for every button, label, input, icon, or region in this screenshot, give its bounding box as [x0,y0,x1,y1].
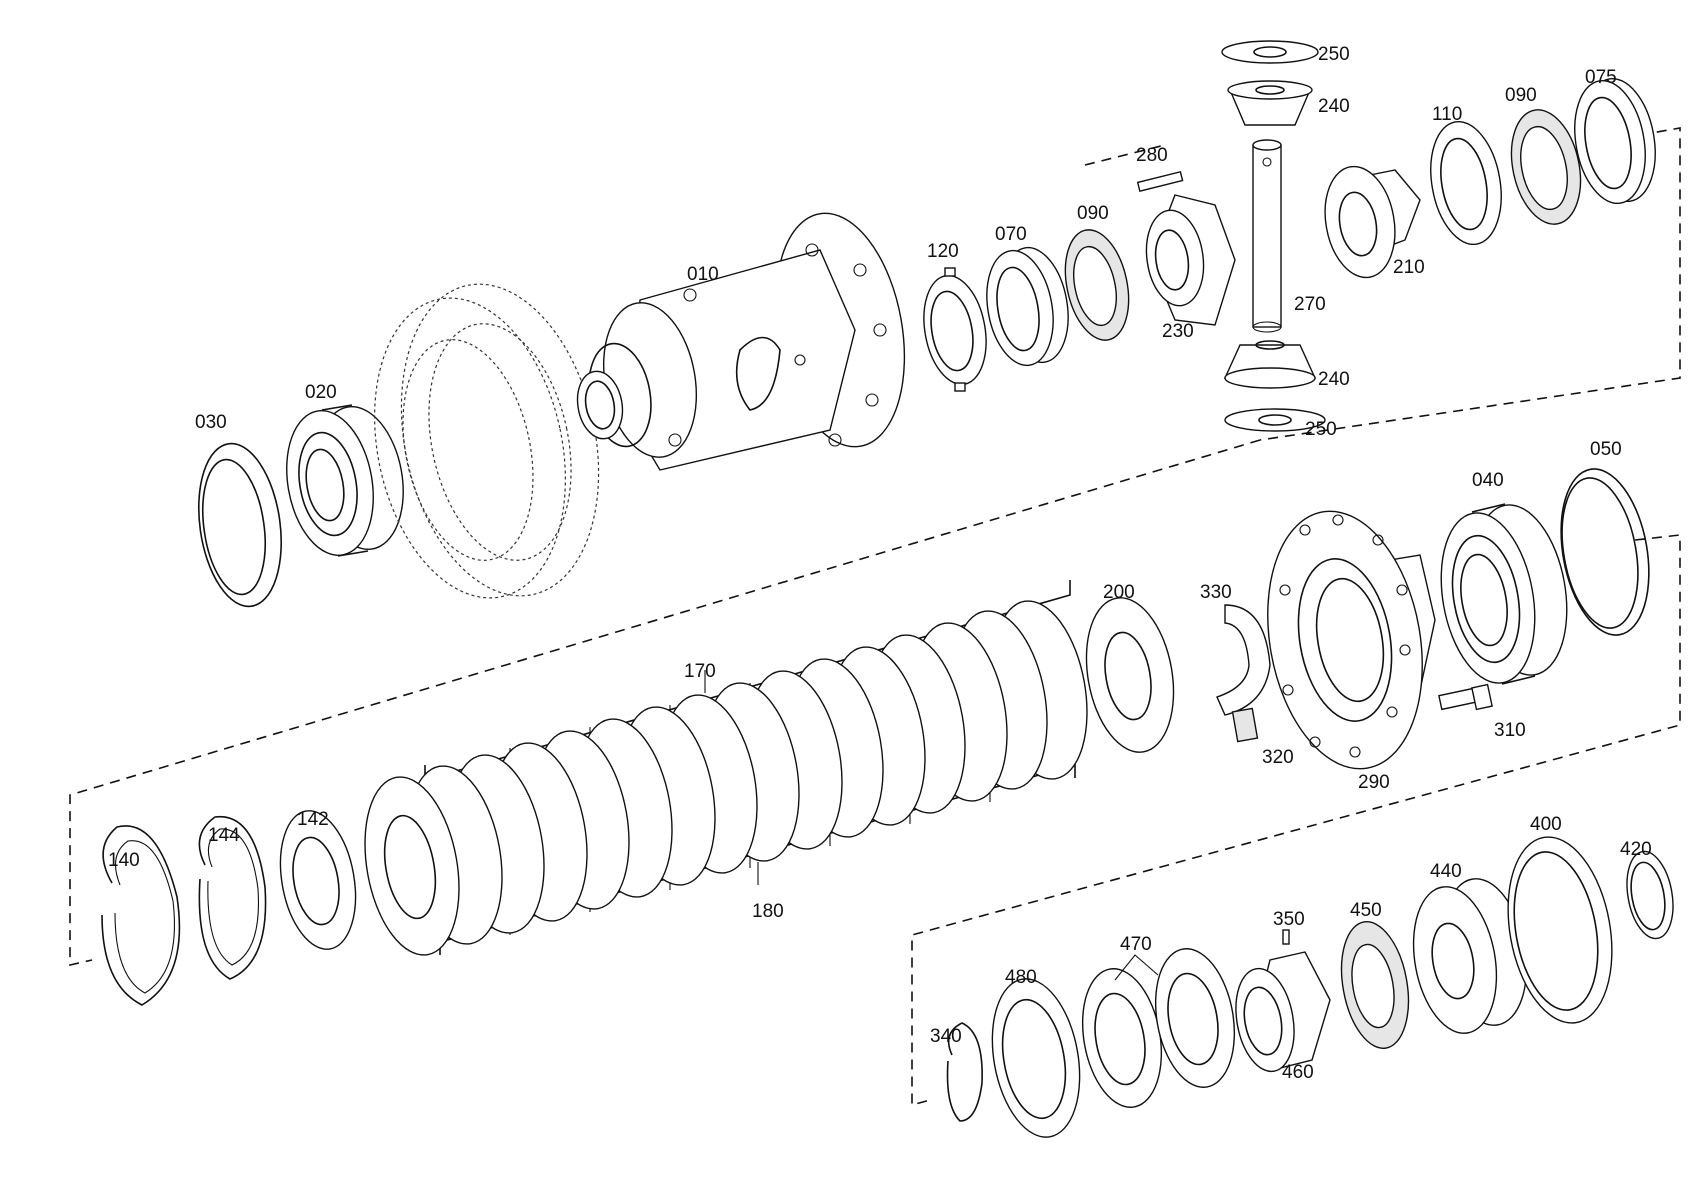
label-270: 270 [1294,294,1326,315]
clutch-disc-pack [364,600,1088,956]
part-140-snap-ring [101,825,181,1006]
label-200: 200 [1103,582,1135,603]
label-050: 050 [1590,439,1622,460]
part-450-needle-bearing [1340,921,1410,1049]
label-140: 140 [108,850,140,871]
guide-line-pin [1084,144,1166,166]
label-480: 480 [1005,967,1037,988]
label-230: 230 [1162,321,1194,342]
guide-line-lower [911,534,1681,1107]
label-310: 310 [1494,720,1526,741]
part-240-pinion-gear-top [1227,80,1313,126]
part-090-friction-plate-right [1510,109,1582,225]
label-070: 070 [995,224,1027,245]
label-350: 350 [1273,909,1305,930]
label-030: 030 [195,412,227,433]
part-340-circlip [946,1022,983,1122]
part-280-pin [1136,170,1184,193]
label-170: 170 [684,661,716,682]
label-010: 010 [687,264,719,285]
label-090-left: 090 [1077,203,1109,224]
label-142: 142 [297,809,329,830]
part-070-bearing-ring [986,246,1069,367]
part-290-flange-hub [1267,510,1436,770]
part-470-spring-discs [1081,948,1236,1108]
label-020: 020 [305,382,337,403]
guide-line-middle-left [69,439,1261,967]
assembly-guide-lines [69,127,1681,1107]
label-450: 450 [1350,900,1382,921]
label-120: 120 [927,241,959,262]
part-144-snap-ring [198,815,267,980]
part-250-spherical-washer-bottom [1224,408,1326,432]
label-180: 180 [752,901,784,922]
part-250-spherical-washer-top [1221,40,1319,64]
part-230-side-gear [1145,194,1236,326]
part-310-bolt [1438,683,1493,711]
label-250-bottom: 250 [1305,419,1337,440]
label-460: 460 [1282,1062,1314,1083]
label-240-top: 240 [1318,96,1350,117]
label-280: 280 [1136,145,1168,166]
part-labels: 030 020 010 120 070 090 280 230 270 250 … [108,44,1652,1083]
part-480-ring [991,978,1081,1138]
label-420: 420 [1620,839,1652,860]
label-144: 144 [208,825,240,846]
label-210: 210 [1393,257,1425,278]
part-020-roller-bearing [286,404,404,557]
label-090-right: 090 [1505,85,1537,106]
label-110: 110 [1432,104,1462,125]
part-320-block [1231,707,1259,743]
part-200-spacer-washer [1085,597,1175,753]
part-350-pin [1282,929,1290,945]
label-400: 400 [1530,814,1562,835]
part-270-pinion-shaft [1252,139,1282,333]
part-142-washer [279,810,357,950]
part-010-differential-housing [576,212,906,471]
part-460-sleeve [1235,951,1331,1073]
label-340: 340 [930,1026,962,1047]
part-075-ring [1574,77,1656,205]
label-470: 470 [1120,934,1152,955]
label-240-bottom: 240 [1318,369,1350,390]
part-330-spring-retainer [1216,604,1271,716]
part-120-tabbed-washer [923,267,987,392]
part-050-thrust-ring [1560,468,1650,636]
part-440-ball-bearing [1412,878,1528,1034]
guide-line-upper-right [1259,127,1681,441]
label-075: 075 [1585,67,1617,88]
label-320: 320 [1262,747,1294,768]
label-330: 330 [1200,582,1232,603]
label-040: 040 [1472,470,1504,491]
part-210-side-gear [1324,165,1421,279]
part-090-friction-plate-left [1064,229,1130,341]
part-040-roller-bearing [1440,503,1568,685]
part-030-thrust-washer [197,442,283,608]
part-420-ring [1626,850,1674,940]
label-440: 440 [1430,861,1462,882]
part-400-ring [1507,836,1613,1024]
label-250-top: 250 [1318,44,1350,65]
part-110-friction-plate [1430,120,1502,246]
label-290: 290 [1358,772,1390,793]
part-240-pinion-gear-bottom [1223,340,1317,389]
